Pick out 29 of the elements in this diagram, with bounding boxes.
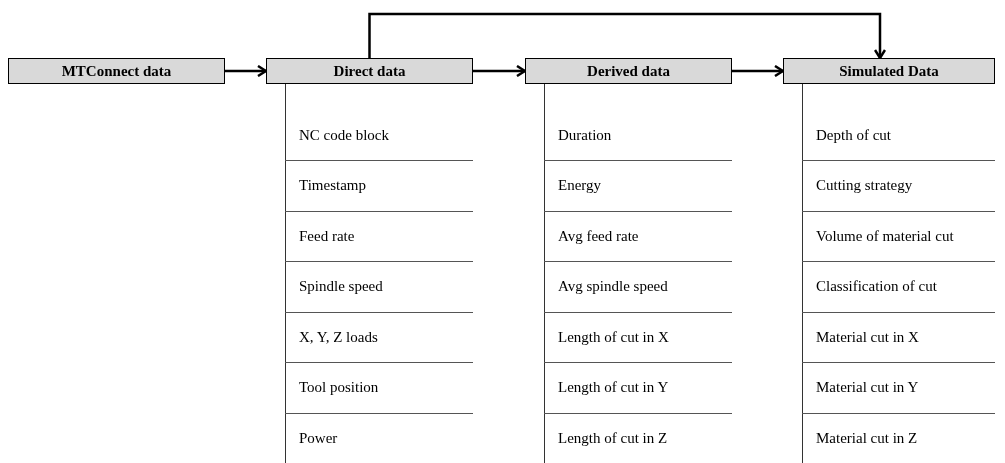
arrow <box>732 64 785 78</box>
header-box: Simulated Data <box>783 58 995 84</box>
header-box: Derived data <box>525 58 732 84</box>
list-item: Feed rate <box>285 211 473 262</box>
list-item: Cutting strategy <box>802 160 995 212</box>
list-item: Length of cut in Z <box>557 429 669 448</box>
list-item: Timestamp <box>285 160 473 212</box>
list-item: Power <box>298 429 339 448</box>
list-item: Material cut in Y <box>802 362 995 414</box>
list-item: Material cut in Z <box>815 429 919 448</box>
list-item: Length of cut in X <box>544 312 732 363</box>
list-item: Volume of material cut <box>802 211 995 262</box>
arrow <box>473 64 527 78</box>
list-item: Spindle speed <box>285 261 473 313</box>
list-item: Depth of cut <box>802 110 995 161</box>
list-item: Material cut in X <box>802 312 995 363</box>
arrow <box>225 64 268 78</box>
header-box: Direct data <box>266 58 473 84</box>
list-item: NC code block <box>285 110 473 161</box>
list-item: Avg spindle speed <box>544 261 732 313</box>
list-item: Avg feed rate <box>544 211 732 262</box>
list-item: Duration <box>544 110 732 161</box>
list-item: Length of cut in Y <box>544 362 732 414</box>
list-item: X, Y, Z loads <box>285 312 473 363</box>
list-item: Classification of cut <box>802 261 995 313</box>
list-item: Energy <box>544 160 732 212</box>
header-box: MTConnect data <box>8 58 225 84</box>
arrow <box>368 12 887 60</box>
list-item: Tool position <box>285 362 473 414</box>
